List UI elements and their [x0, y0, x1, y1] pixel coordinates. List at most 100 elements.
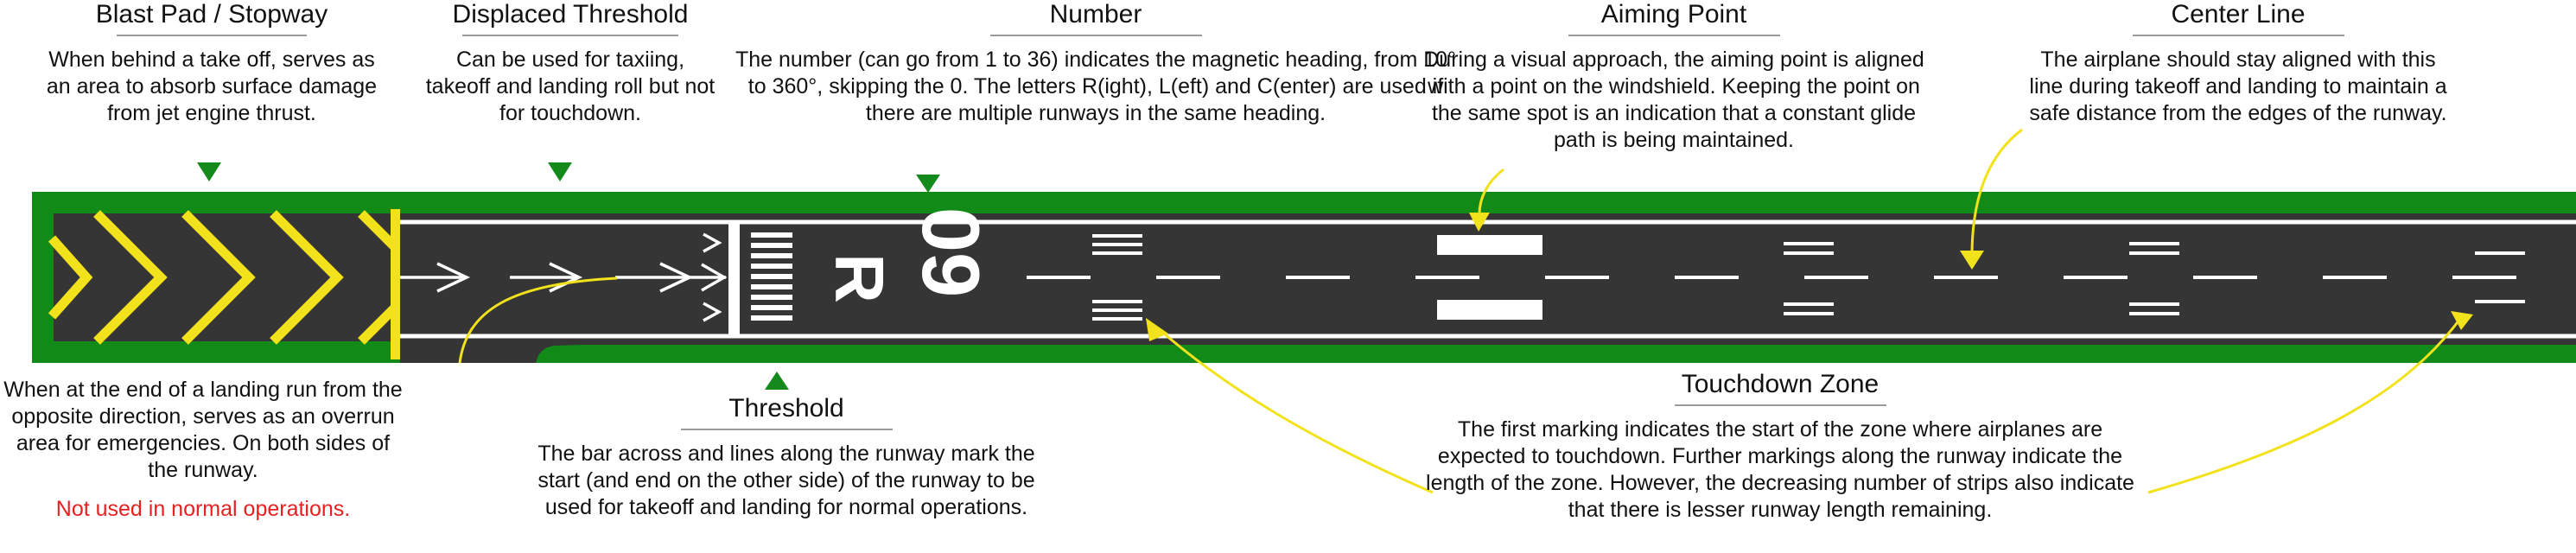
touchdown-zone-description: The first marking indicates the start of…: [1426, 417, 2134, 522]
arrow-head: [659, 262, 694, 293]
aiming-point: [1437, 235, 1542, 320]
blast-pad-chevrons: [48, 210, 398, 345]
arrowhead: [1960, 251, 1984, 270]
tdz-strip: [1092, 234, 1142, 238]
aiming-point-section: Aiming Point During a visual approach, t…: [1419, 0, 1929, 154]
touchdown-zone-arrow-right: [2147, 319, 2461, 494]
blast-pad-end-bar: [391, 209, 400, 359]
threshold-stripe: [751, 295, 792, 300]
chevron: [48, 235, 93, 320]
tdz-strip: [1092, 300, 1142, 303]
arrow-head: [701, 263, 728, 292]
aiming-point-title: Aiming Point: [1600, 0, 1747, 29]
blast-pad-rule: [117, 35, 307, 36]
blast-pad-section: Blast Pad / Stopway When behind a take o…: [35, 0, 389, 127]
grass-edge-curve: [536, 345, 582, 363]
touchdown-zone-arrow-left: [1157, 327, 1434, 494]
threshold-stripe: [751, 315, 792, 321]
threshold-stripe: [751, 243, 792, 248]
tdz-strip: [1784, 312, 1834, 315]
chevron: [181, 210, 256, 345]
arrow-head: [703, 232, 722, 253]
tdz-strip: [2129, 242, 2179, 245]
center-line-section: Center Line The airplane should stay ali…: [2022, 0, 2454, 127]
blast-pad-title: Blast Pad / Stopway: [95, 0, 328, 29]
threshold-stripe: [751, 284, 792, 289]
chevron: [358, 305, 398, 345]
displaced-threshold-arrows: [400, 232, 728, 322]
threshold-stripes: [751, 232, 792, 321]
tdz-strip: [2129, 312, 2179, 315]
center-line-rule: [2132, 35, 2344, 36]
number-rule: [989, 35, 1202, 36]
tdz-strip: [1092, 251, 1142, 255]
runway-shoulder: [400, 345, 582, 363]
callout-arrowheads: [1146, 213, 2473, 341]
tdz-strip: [2129, 251, 2179, 255]
threshold-rule: [680, 429, 893, 430]
threshold-section: Threshold The bar across and lines along…: [527, 394, 1046, 521]
pointer-blast-pad: [197, 162, 221, 181]
arrow-head: [549, 262, 583, 293]
displaced-threshold-description: Can be used for taxiing, takeoff and lan…: [425, 48, 716, 125]
grass-corner: [582, 345, 596, 363]
arrowhead: [1469, 213, 1490, 232]
tdz-strip: [2129, 302, 2179, 306]
threshold-stripe: [751, 305, 792, 310]
displaced-threshold-section: Displaced Threshold Can be used for taxi…: [423, 0, 717, 127]
runway-number: 09: [906, 207, 996, 298]
threshold-bar: [728, 222, 740, 336]
number-title: Number: [1049, 0, 1142, 29]
tdz-strip: [2475, 251, 2525, 255]
tdz-strip: [1092, 317, 1142, 321]
touchdown-zone-rule: [1674, 404, 1886, 406]
chevron: [270, 210, 344, 345]
center-line-arrow: [1970, 128, 2023, 257]
threshold-description: The bar across and lines along the runwa…: [537, 442, 1035, 519]
tdz-strip: [1784, 242, 1834, 245]
displaced-threshold-title: Displaced Threshold: [452, 0, 689, 29]
aiming-point-bar: [1437, 235, 1542, 255]
pointer-displaced-threshold: [548, 162, 572, 181]
pointer-triangles: [197, 162, 940, 390]
chevron: [358, 210, 398, 250]
number-section: Number The number (can go from 1 to 36) …: [724, 0, 1467, 127]
tdz-strip: [1784, 302, 1834, 306]
aiming-point-rule: [1568, 35, 1780, 36]
chevron: [93, 210, 168, 345]
threshold-title: Threshold: [728, 394, 844, 423]
arrowhead: [2451, 311, 2473, 330]
displaced-threshold-curve: [458, 276, 618, 364]
arrow-head: [436, 262, 471, 293]
threshold-stripe: [751, 232, 792, 238]
tdz-strip: [1092, 308, 1142, 312]
arrowhead: [1146, 318, 1168, 341]
pointer-threshold: [765, 372, 789, 390]
aiming-point-bar: [1437, 300, 1542, 320]
callout-arrows: [458, 128, 2461, 494]
aiming-point-description: During a visual approach, the aiming poi…: [1423, 48, 1924, 152]
tdz-strip: [1784, 251, 1834, 255]
touchdown-zone-section: Touchdown Zone The first marking indicat…: [1417, 370, 2143, 524]
threshold-stripe: [751, 253, 792, 258]
blast-pad-below-section: When at the end of a landing run from th…: [0, 377, 406, 523]
tdz-strip: [1092, 243, 1142, 246]
runway-designation: 09: [906, 207, 996, 298]
runway-letter: R: [821, 253, 898, 303]
runway-letter-group: R: [821, 253, 898, 303]
blast-pad-description-below: When at the end of a landing run from th…: [3, 378, 403, 482]
touchdown-zone-title: Touchdown Zone: [1681, 370, 1880, 398]
number-description: The number (can go from 1 to 36) indicat…: [735, 48, 1457, 125]
blast-pad-description: When behind a take off, serves as an are…: [46, 48, 378, 125]
displaced-threshold-rule: [462, 35, 678, 36]
pointer-number: [916, 175, 940, 193]
blast-pad-warning: Not used in normal operations.: [55, 497, 351, 521]
arrow-head: [703, 302, 722, 322]
aiming-point-arrow: [1478, 168, 1504, 215]
touchdown-zone-markings: [1092, 234, 2525, 321]
tdz-strip: [2475, 300, 2525, 303]
threshold-stripe: [751, 274, 792, 279]
center-line-title: Center Line: [2171, 0, 2306, 29]
threshold-stripe: [751, 264, 792, 269]
